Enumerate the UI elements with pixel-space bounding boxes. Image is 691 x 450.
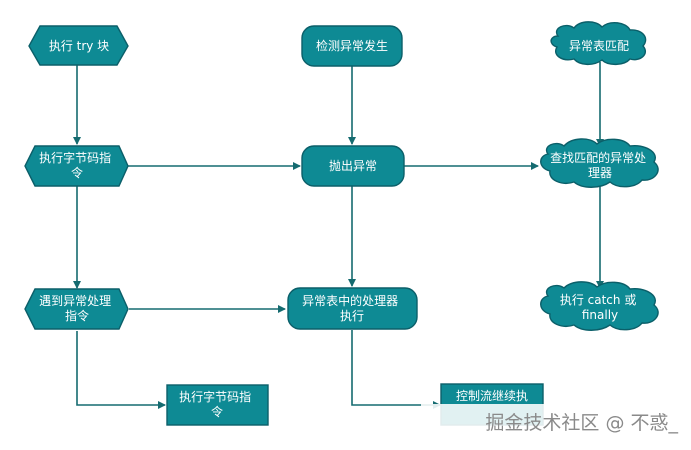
node-run-handler: 异常表中的处理器 执行 <box>287 287 418 330</box>
node-exception-table-match: 异常表匹配 <box>550 21 647 66</box>
svg-text:执行 catch 或 finally: 执行 catch 或 finally <box>560 293 640 322</box>
watermark-backdrop <box>421 404 683 438</box>
svg-text:执行字节码指 令: 执行字节码指 令 <box>39 150 115 180</box>
node-catch-finally: 执行 catch 或 finally <box>540 281 659 331</box>
node-continue-flow-line-1: 控制流继续执 <box>456 389 528 403</box>
node-run-handler-line-2: 执行 <box>340 309 364 323</box>
node-catch-finally-line-1: 执行 catch 或 <box>560 293 637 307</box>
svg-text:执行 try 块: 执行 try 块 <box>49 39 109 53</box>
node-exec-bytecode: 执行字节码指 令 <box>24 145 129 187</box>
node-meet-handler-instruction: 遇到异常处理 指令 <box>24 288 129 330</box>
node-throw-exception-line-1: 抛出异常 <box>329 158 377 173</box>
node-catch-finally-line-2: finally <box>582 308 618 322</box>
svg-text:查找匹配的异常处 理器: 查找匹配的异常处 理器 <box>550 150 650 180</box>
watermark-text: 掘金技术社区 @ 不惑_ <box>485 412 678 434</box>
node-detect-exception-line-1: 检测异常发生 <box>316 38 388 53</box>
node-exec-bytecode-line-2: 令 <box>71 165 83 180</box>
node-meet-handler-instruction-line-2: 指令 <box>65 308 89 323</box>
node-find-handler-line-1: 查找匹配的异常处 <box>550 150 646 165</box>
node-throw-exception: 抛出异常 <box>301 145 405 187</box>
node-run-handler-line-1: 异常表中的处理器 <box>302 293 398 308</box>
node-exec-try: 执行 try 块 <box>28 25 129 66</box>
node-detect-exception: 检测异常发生 <box>301 25 403 67</box>
node-exec-bytecode-line-1: 执行字节码指 <box>39 150 111 165</box>
svg-text:控制流继续执: 控制流继续执 <box>456 389 528 403</box>
svg-text:抛出异常: 抛出异常 <box>329 158 377 173</box>
node-find-handler-line-2: 理器 <box>588 166 612 180</box>
edge-run-handler-to-continue-flow <box>351 330 441 409</box>
node-exec-bytecode-2-line-2: 令 <box>211 404 223 419</box>
node-exception-table-match-line-1: 异常表匹配 <box>569 39 629 53</box>
node-exec-bytecode-2: 执行字节码指 令 <box>166 384 269 426</box>
svg-text:遇到异常处理 指令: 遇到异常处理 指令 <box>39 294 115 323</box>
svg-text:执行字节码指 令: 执行字节码指 令 <box>179 389 255 419</box>
edge-meet-handler-to-exec-bytecode2 <box>76 331 166 409</box>
svg-text:异常表匹配: 异常表匹配 <box>569 39 629 53</box>
svg-text:检测异常发生: 检测异常发生 <box>316 38 388 53</box>
node-exec-bytecode-2-line-1: 执行字节码指 <box>179 389 251 404</box>
node-exec-try-line-1: 执行 try 块 <box>49 39 109 53</box>
node-find-handler: 查找匹配的异常处 理器 <box>540 138 659 188</box>
node-meet-handler-instruction-line-1: 遇到异常处理 <box>39 294 111 308</box>
svg-text:异常表中的处理器 执行: 异常表中的处理器 执行 <box>302 293 402 323</box>
